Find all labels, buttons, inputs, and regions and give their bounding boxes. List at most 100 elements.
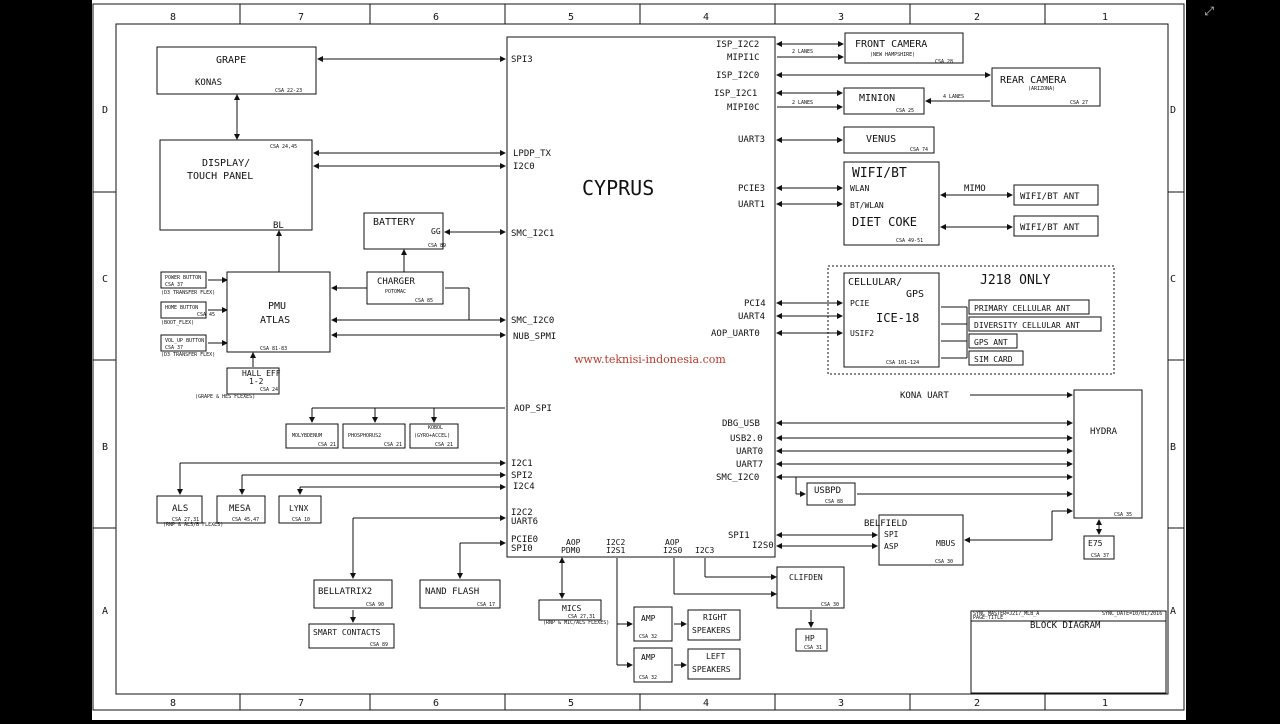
wifi-ant-name: WIFI/BT ANT — [1020, 223, 1080, 233]
home-button-block — [160, 301, 207, 319]
collapse-arrows-icon[interactable]: ⤢ — [1204, 4, 1214, 18]
als-block — [156, 495, 203, 524]
mics-note: (RNP & MIC/ALS FLEXES) — [543, 620, 609, 626]
col-label: 8 — [170, 698, 176, 709]
als-name: ALS — [172, 504, 188, 514]
csa-tag: CSA 49-51 — [896, 238, 923, 244]
charger-sub: POTOMAC — [385, 289, 406, 295]
col-label: 7 — [298, 698, 304, 709]
smart-contacts-block — [308, 623, 395, 649]
pmu-name: PMU — [268, 301, 286, 312]
kobol-name: KOBOL — [428, 425, 443, 431]
speaker-name: RIGHT — [703, 613, 727, 622]
belfield-pin: SPI — [884, 530, 899, 539]
speaker-name: SPEAKERS — [692, 665, 731, 674]
grape-sub: KONAS — [195, 78, 222, 88]
belfield-block — [878, 514, 964, 566]
hall-name: HALL EFF — [242, 369, 281, 378]
lanes-label: 2 LANES — [792, 100, 813, 106]
cellular-sub: ICE-18 — [876, 311, 919, 325]
molybdenum-block — [285, 423, 339, 449]
clifden-name: CLIFDEN — [789, 573, 823, 582]
csa-tag: CSA 30 — [821, 602, 839, 608]
diversity-ant-block — [968, 316, 1102, 332]
title-text: BLOCK DIAGRAM — [1030, 621, 1101, 631]
soc-pin: I2S1 — [606, 546, 625, 555]
cellular-pin: PCIE — [850, 299, 869, 308]
csa-tag: CSA 37 — [1091, 553, 1109, 559]
button-note: (D3 TRANSFER FLEX) — [161, 352, 215, 358]
csa-tag: CSA 81-83 — [260, 346, 287, 352]
hall-block — [226, 367, 280, 395]
soc-pin: AOP_UART0 — [711, 329, 760, 339]
soc-pin: UART0 — [736, 447, 763, 457]
wifi-name: WIFI/BT — [852, 166, 907, 181]
csa-tag: CSA 74 — [910, 147, 928, 153]
csa-tag: CSA 21 — [318, 442, 336, 448]
title-meta: SYNC_MASTER=J217_MLB_A — [973, 611, 1039, 617]
col-label: 4 — [703, 12, 709, 23]
speaker-name: SPEAKERS — [692, 626, 731, 635]
outer-frame — [92, 3, 1185, 711]
cellular-name: GPS — [906, 289, 924, 300]
soc-pin: AOP_SPI — [514, 404, 552, 414]
pmu-block — [226, 271, 331, 353]
row-label: D — [102, 105, 108, 116]
soc-pin: SPI2 — [511, 471, 533, 481]
soc-pin: NUB_SPMI — [513, 332, 556, 342]
bellatrix-block — [313, 579, 393, 609]
soc-pin: AOP — [665, 538, 680, 547]
hp-block — [795, 628, 828, 652]
nand-block — [419, 579, 501, 609]
soc-pin: LPDP_TX — [513, 149, 552, 159]
csa-tag: CSA 17 — [477, 602, 495, 608]
button-csa: CSA 45 — [197, 312, 215, 318]
csa-tag: CSA 30 — [935, 559, 953, 565]
csa-tag: CSA 10 — [292, 517, 310, 523]
col-label: 1 — [1102, 698, 1108, 709]
soc-pin: PCI4 — [744, 299, 766, 309]
phosphorus2-block — [342, 423, 406, 449]
wifi-ant1-block — [1013, 184, 1099, 206]
front-camera-name: FRONT CAMERA — [855, 39, 927, 50]
belfield-name: BELFIELD — [864, 519, 907, 529]
mimo-label: MIMO — [964, 184, 986, 194]
soc-pin: SPI1 — [728, 531, 750, 541]
csa-tag: CSA 27 — [1070, 100, 1088, 106]
button-note: (D3 TRANSFER FLEX) — [161, 290, 215, 296]
hall-note: (GRAPE & HES FLEXES) — [195, 394, 255, 400]
col-label: 3 — [838, 12, 844, 23]
wifi-block — [843, 161, 940, 246]
csa-tag: CSA 25 — [896, 108, 914, 114]
col-label: 5 — [568, 12, 574, 23]
mesa-block — [216, 495, 266, 524]
csa-tag: CSA 89 — [428, 243, 446, 249]
amp-name: AMP — [641, 614, 656, 623]
csa-tag: CSA 32 — [639, 675, 657, 681]
csa-tag: CSA 24,45 — [270, 144, 297, 150]
amp-name: AMP — [641, 653, 656, 662]
rear-camera-name: REAR CAMERA — [1000, 75, 1066, 86]
lynx-block — [278, 495, 322, 524]
row-label: B — [1170, 442, 1176, 453]
wifi-sub: DIET COKE — [852, 215, 917, 229]
display-sub: BL — [273, 221, 284, 231]
row-label: D — [1170, 105, 1176, 116]
soc-pin: SMC_I2C0 — [511, 316, 554, 326]
ant-name: DIVERSITY CELLULAR ANT — [974, 321, 1080, 330]
row-label: A — [1170, 606, 1176, 617]
battery-sub: GG — [431, 227, 441, 236]
schematic-sheet: 8 7 6 5 4 3 2 1 8 7 6 5 4 3 2 1 D C B A … — [92, 0, 1186, 720]
hydra-name: HYDRA — [1090, 427, 1118, 437]
e75-name: E75 — [1088, 539, 1103, 548]
row-label: C — [102, 274, 108, 285]
csa-tag: CSA 101-124 — [886, 360, 919, 366]
soc-pin: I2C2 — [511, 508, 533, 518]
col-label: 1 — [1102, 12, 1108, 23]
col-label: 6 — [433, 12, 439, 23]
soc-name: CYPRUS — [582, 176, 654, 200]
rear-camera-sub: (ARIZONA) — [1028, 86, 1055, 92]
csa-tag: CSA 27,31 — [172, 517, 199, 523]
kona-uart-label: KONA UART — [900, 391, 949, 401]
rear-camera-block — [991, 67, 1101, 107]
